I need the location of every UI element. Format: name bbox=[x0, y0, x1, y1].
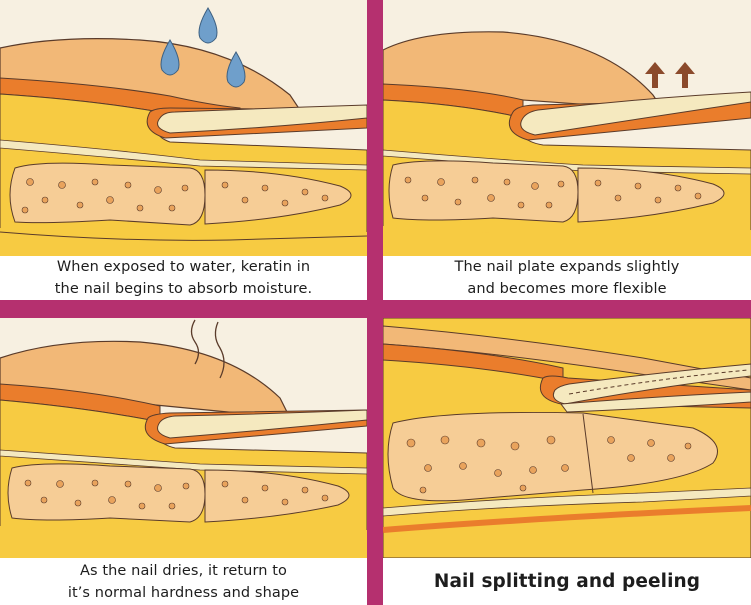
finger-cross-section bbox=[0, 319, 367, 558]
bone-tip bbox=[577, 167, 725, 223]
bone-pores bbox=[21, 178, 329, 214]
caption-expand: The nail plate expands slightly and beco… bbox=[383, 256, 751, 300]
bone-left bbox=[9, 162, 206, 226]
water-drop-icon bbox=[198, 7, 218, 44]
bone-left bbox=[7, 463, 206, 523]
bone bbox=[387, 411, 718, 502]
bone-tip bbox=[204, 469, 350, 523]
bone-pores bbox=[24, 479, 329, 510]
arrow-up-icon bbox=[645, 62, 665, 88]
water-drop-icon bbox=[226, 51, 246, 88]
finger-cross-section bbox=[383, 31, 751, 256]
finger-cross-section-zoomed bbox=[383, 318, 751, 558]
water-drop-icon bbox=[160, 39, 180, 76]
caption-split: Nail splitting and peeling bbox=[383, 558, 751, 605]
caption-dry: As the nail dries, it return to it’s nor… bbox=[0, 558, 367, 605]
bone-pores bbox=[404, 176, 702, 209]
skin-layer bbox=[0, 38, 302, 111]
panel-split: Nail splitting and peeling bbox=[383, 318, 751, 605]
finger-cross-section bbox=[0, 0, 367, 256]
nail-plate bbox=[520, 91, 751, 136]
skin-layer bbox=[0, 340, 292, 419]
steam-wisp-icon bbox=[190, 319, 225, 379]
arrow-up-icon bbox=[675, 62, 695, 88]
bone-pores bbox=[406, 435, 692, 494]
panel-absorb: When exposed to water, keratin in the na… bbox=[0, 0, 367, 300]
bone-left bbox=[388, 160, 579, 223]
panel-expand: The nail plate expands slightly and beco… bbox=[383, 0, 751, 300]
caption-absorb: When exposed to water, keratin in the na… bbox=[0, 256, 367, 300]
nail-plate bbox=[157, 409, 367, 439]
bone-tip bbox=[204, 169, 352, 225]
split-line bbox=[568, 369, 749, 395]
nail-plate bbox=[157, 104, 367, 134]
panel-dry: As the nail dries, it return to it’s nor… bbox=[0, 318, 367, 605]
nail-plate-lower bbox=[560, 391, 751, 413]
